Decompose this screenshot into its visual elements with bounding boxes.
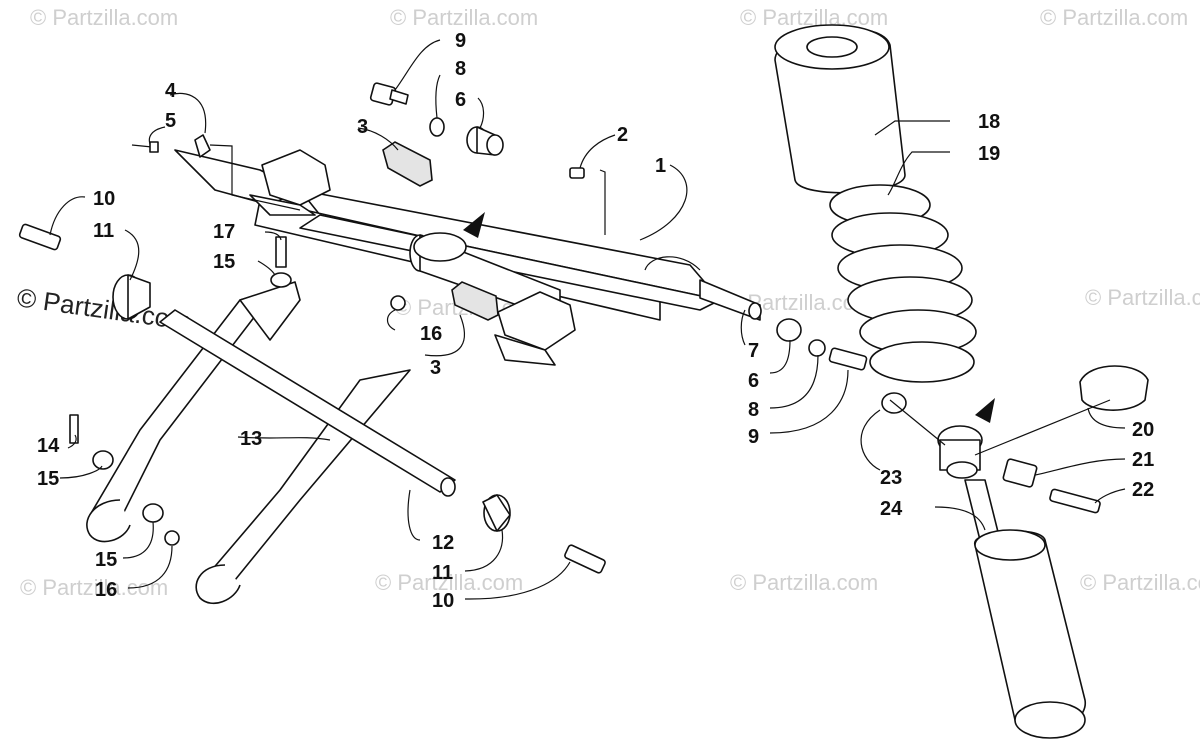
grease-fitting-part-2	[569, 167, 585, 179]
washer-part-15-upper	[270, 272, 292, 288]
callout-11: 11	[432, 562, 453, 584]
nut-part-16-lower	[164, 530, 180, 546]
callout-14: 14	[37, 435, 60, 457]
callout-3: 3	[357, 116, 368, 138]
arrow-indicator-arm	[463, 212, 485, 238]
spacer-part-21	[1002, 458, 1038, 488]
callout-11: 11	[93, 220, 114, 242]
watermark: © Partzilla.com	[1080, 570, 1200, 595]
arrow-indicator-shock	[975, 398, 995, 423]
pad-part-3-upper	[382, 141, 433, 187]
callout-24: 24	[880, 498, 903, 520]
callout-3: 3	[430, 357, 441, 379]
washer-part-8-right	[808, 339, 826, 357]
bolt-part-10-right	[564, 544, 606, 574]
callout-1: 1	[655, 155, 666, 177]
watermark: © Partzilla.com	[1085, 285, 1200, 310]
callout-10: 10	[93, 188, 115, 210]
bolt-part-22	[1049, 488, 1101, 514]
callout-5: 5	[165, 110, 176, 132]
callout-15: 15	[95, 549, 117, 571]
watermark-main: © Partzilla.com	[15, 282, 193, 336]
leader-lines	[49, 39, 1126, 600]
bushing-part-6-right	[776, 318, 802, 342]
callout-2: 2	[617, 124, 628, 146]
callout-6: 6	[455, 89, 466, 111]
callout-9: 9	[455, 30, 466, 52]
callout-13: 13	[240, 428, 262, 450]
callout-10: 10	[432, 590, 454, 612]
callout-15: 15	[213, 251, 235, 273]
watermark: © Partzilla.com	[20, 575, 168, 600]
shock-boot-part-18	[774, 24, 906, 194]
callout-7: 7	[748, 340, 759, 362]
callout-8: 8	[748, 399, 759, 421]
bolt-part-9-right	[828, 347, 868, 371]
callout-12: 12	[432, 532, 454, 554]
watermark: © Partzilla.com	[390, 5, 538, 30]
watermark: © Partzilla.com	[30, 5, 178, 30]
callout-19: 19	[978, 143, 1000, 165]
spring-retainer-part-20	[1079, 365, 1149, 411]
washer-part-15-lower	[142, 503, 164, 523]
bolt-part-17	[275, 236, 287, 268]
shock-absorber-part-24	[937, 425, 1086, 739]
cross-shaft-part-12	[112, 274, 511, 532]
rivet-part-4-5	[131, 134, 211, 158]
callout-18: 18	[978, 111, 1000, 133]
callout-23: 23	[880, 467, 902, 489]
watermark: © Partzilla.com	[730, 570, 878, 595]
callout-4: 4	[165, 80, 177, 102]
watermark: © Partzilla.com	[375, 570, 523, 595]
watermark: © Partzilla.com	[1040, 5, 1188, 30]
callout-16: 16	[95, 579, 117, 601]
callout-labels: 9 8 6 3 4 5 2 1 10 11 17 15 16 3 7 6 8 9…	[37, 30, 1154, 612]
callout-22: 22	[1132, 479, 1154, 501]
bolt-assembly-top	[369, 82, 504, 156]
spring-part-19	[829, 184, 977, 383]
nut-part-16-upper	[390, 295, 406, 311]
callout-17: 17	[213, 221, 235, 243]
callout-9: 9	[748, 426, 759, 448]
washer-part-15-mid	[92, 450, 114, 470]
callout-16: 16	[420, 323, 442, 345]
rear-arm-part-1	[174, 149, 762, 366]
callout-21: 21	[1132, 449, 1154, 471]
callout-15: 15	[37, 468, 59, 490]
bolt-part-10-left	[18, 223, 62, 251]
callout-8: 8	[455, 58, 466, 80]
callout-20: 20	[1132, 419, 1154, 441]
bolt-part-14	[69, 414, 79, 444]
pad-part-3-lower	[451, 281, 499, 321]
callout-6: 6	[748, 370, 759, 392]
